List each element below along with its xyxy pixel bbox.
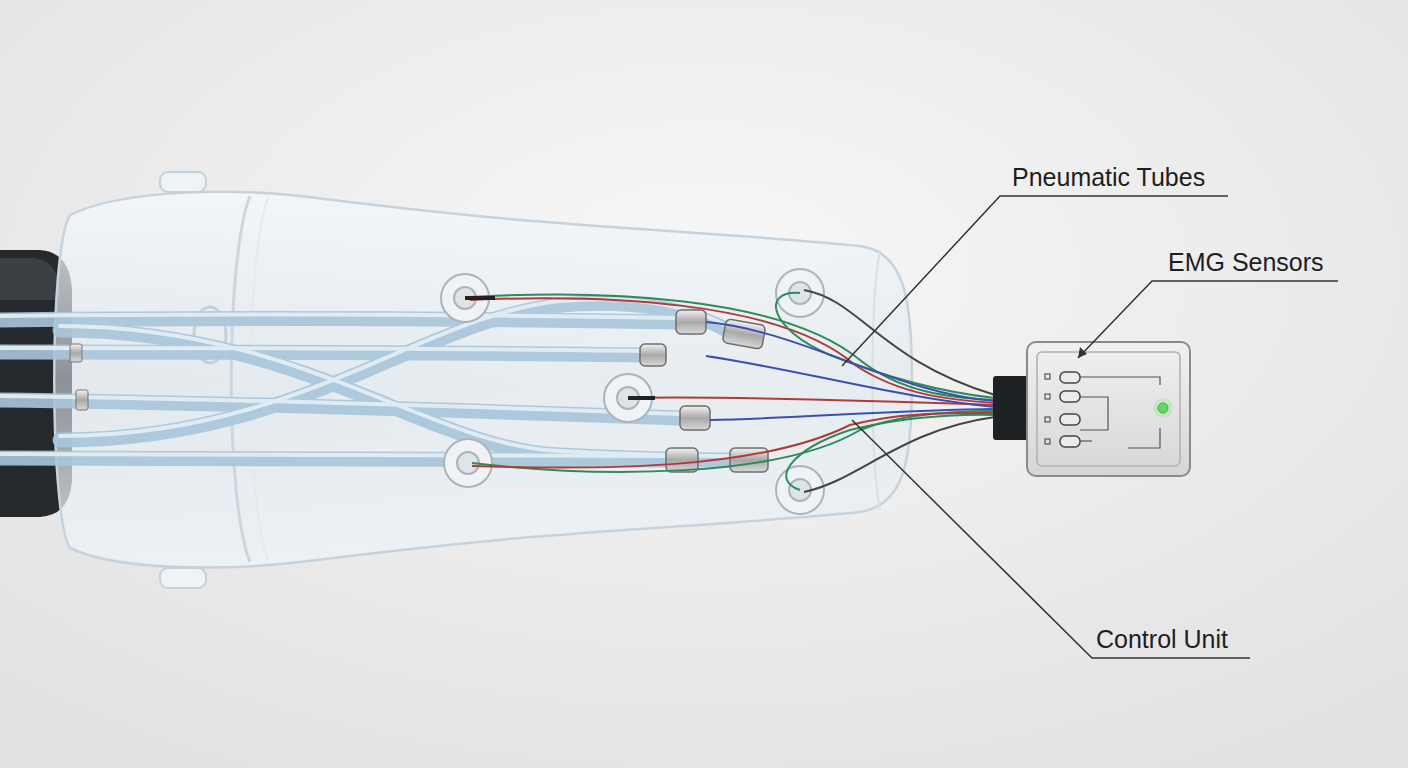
status-led-glow [1153, 398, 1173, 418]
control-buttons [1060, 372, 1080, 447]
cable-plug [993, 376, 1029, 440]
leader-lines [842, 196, 1338, 658]
pneumatic-tubes [0, 299, 740, 460]
sensor-wires [470, 290, 995, 492]
control-unit [1027, 342, 1190, 476]
inner-limb-highlight [0, 258, 60, 300]
sensor-lead [465, 296, 495, 300]
rim-tab [160, 172, 206, 192]
callout-label: EMG Sensors [1166, 249, 1326, 277]
sleeve-end [873, 250, 881, 510]
sleeve-body [54, 192, 912, 568]
leader-arrowhead [1078, 347, 1087, 358]
callout-label: Pneumatic Tubes [1010, 164, 1207, 192]
sensor-lead [628, 396, 655, 400]
control-circuit [1045, 374, 1160, 448]
tube-collar [70, 344, 88, 410]
cuff-ridge [231, 196, 250, 562]
cuff-ridge-inner [251, 198, 268, 560]
callout-label: Control Unit [1094, 626, 1230, 654]
emg-sensor [441, 269, 824, 514]
tube-connector [640, 310, 768, 472]
rim-tab [160, 568, 206, 588]
control-panel [1037, 352, 1180, 466]
